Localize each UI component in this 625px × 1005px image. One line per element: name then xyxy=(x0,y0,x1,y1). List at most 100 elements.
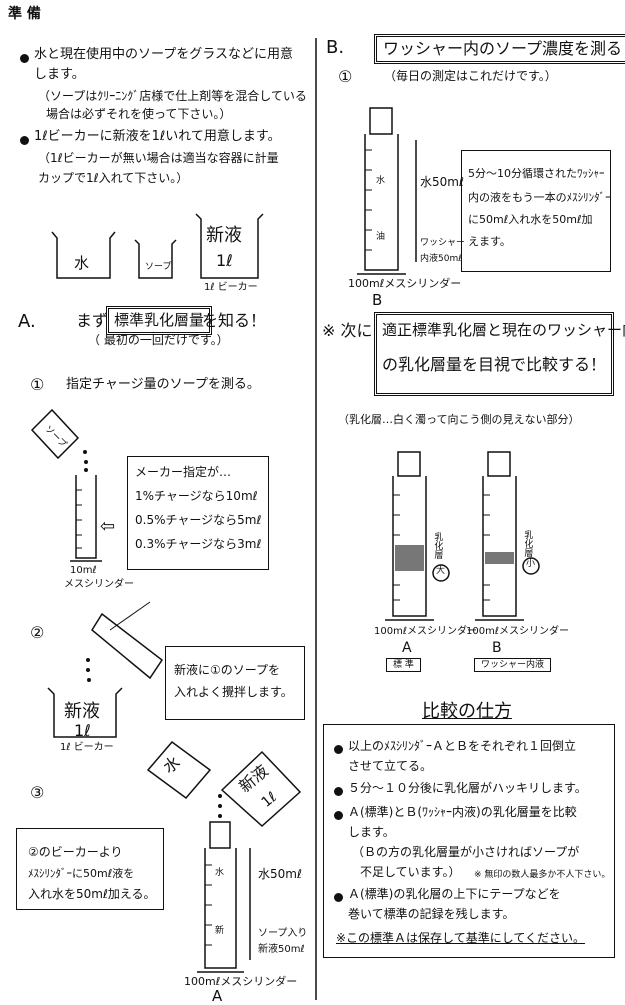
bullet-dot xyxy=(334,811,343,820)
step-a2-l2: 入れよく攪拌します。 xyxy=(174,685,293,699)
section-a-letter: A. xyxy=(18,311,36,332)
a3-soap-in: ソープ入り xyxy=(258,928,308,939)
bullet-dot xyxy=(20,54,29,63)
prep-b1-note-l1: （ソープはｸﾘｰﾆﾝｸﾞ店様で仕上剤等を混合している xyxy=(38,89,307,103)
next-note: （乳化層…白く濁って向こう側の見えない部分） xyxy=(338,413,580,426)
step-a3-l3: 入れ水を50mℓ加える。 xyxy=(28,887,156,901)
b-cyl-oil: 油 xyxy=(376,232,386,242)
soap-glass xyxy=(134,239,177,279)
next-box xyxy=(374,312,614,396)
maker-l4: 0.3%チャージなら3mℓ xyxy=(135,537,262,551)
cmp-i4-l1: Ａ(標準)の乳化層の上下にテープなどを xyxy=(348,887,561,901)
new-liquid-beaker xyxy=(195,213,264,279)
section-b-title: ワッシャー内のソープ濃度を測る！ xyxy=(374,34,625,65)
tilted-water xyxy=(146,740,212,800)
b-desc-l4: えます。 xyxy=(468,235,511,248)
water-beaker xyxy=(51,231,116,279)
step-a1-mark: ① xyxy=(30,375,45,394)
maker-l2: 1%チャージなら10mℓ xyxy=(135,489,258,503)
bullet-dot xyxy=(334,787,343,796)
a3-new-50: 新液50mℓ xyxy=(258,944,305,955)
step-a2-mark: ② xyxy=(30,623,45,642)
cmp-p-l2: 不足しています。） xyxy=(360,865,461,879)
cyl1-vol: 10mℓ xyxy=(70,565,97,576)
prep-b1-l2: します。 xyxy=(34,67,85,82)
next-mark: ※ 次に xyxy=(322,321,373,340)
water-label: 水 xyxy=(74,254,90,272)
b-washer: ワッシャー xyxy=(420,238,466,248)
new-liquid-label: 新液 xyxy=(206,225,242,246)
b-desc-box xyxy=(461,150,611,272)
b-water-50: 水50mℓ xyxy=(420,175,464,189)
maker-l1: メーカー指定が… xyxy=(135,465,232,479)
cmp-title: 比較の仕方 xyxy=(422,701,512,722)
emulsion-label-a: 乳化層 xyxy=(432,532,443,559)
standard-emulsion-box: 標準乳化層量 xyxy=(106,306,213,336)
tag-standard: 標 準 xyxy=(386,658,421,673)
prep-b2-note-l2: カップで1ℓ入れて下さい。） xyxy=(38,171,189,185)
cmp-box xyxy=(323,724,615,958)
cmp-cyl-a: 100mℓメスシリンダー xyxy=(374,626,477,637)
step-a1-text: 指定チャージ量のソープを測る。 xyxy=(66,377,260,392)
section-a-sub: （ 最初の一回だけです。） xyxy=(88,333,229,347)
tilted-cylinder xyxy=(91,612,164,680)
cmp-cyl-b: 100mℓメスシリンダー xyxy=(466,626,569,637)
section-a-post: を知る！ xyxy=(202,311,267,330)
a3-water-50: 水50mℓ xyxy=(258,867,302,881)
a2-beaker-caption: 1ℓ ビーカー xyxy=(60,742,114,753)
emulsion-small: 小 xyxy=(526,559,536,569)
beaker-caption: 1ℓ ビーカー xyxy=(204,282,258,293)
cmp-i1-l1: 以上のﾒｽｼﾘﾝﾀﾞｰＡとＢをそれぞれ１回倒立 xyxy=(348,739,577,753)
a3-cyl-letter: A xyxy=(212,987,223,1005)
cmp-p-l1: （Ｂの方の乳化層量が小さければソープが xyxy=(352,845,580,859)
cmp-letter-b: B xyxy=(492,640,502,656)
cmp-i1-l2: させて立てる。 xyxy=(348,759,433,773)
cmp-i3-l2: します。 xyxy=(348,825,395,839)
prep-b2: 1ℓビーカーに新液を1ℓいれて用意します。 xyxy=(34,129,281,144)
a2-new-label: 新液 xyxy=(64,701,100,722)
prep-title: 準 備 xyxy=(8,6,41,22)
cmp-i4-l2: 巻いて標準の記録を残します。 xyxy=(348,907,515,921)
cylinder-10ml xyxy=(75,475,97,559)
soap-label: ソープ xyxy=(145,262,172,272)
b-desc-l3: に50mℓ入れ水を50mℓ加 xyxy=(468,213,593,226)
b-inner-50: 内液50mℓ xyxy=(420,254,462,264)
next-l1: 適正標準乳化層と現在のワッシャー内 xyxy=(382,321,625,339)
maker-l3: 0.5%チャージなら5mℓ xyxy=(135,513,262,527)
step-a3-l1: ②のビーカーより xyxy=(28,845,123,859)
a3-cyl-caption: 100mℓメスシリンダー xyxy=(184,975,298,988)
maker-box xyxy=(127,456,269,570)
step-a3-mark: ③ xyxy=(30,783,45,802)
beaker-a2 xyxy=(47,687,123,738)
step-b1-mark: ① xyxy=(338,67,353,86)
tilted-new xyxy=(220,750,302,828)
left-arrow-icon: ⇦ xyxy=(100,516,116,537)
cmp-letter-a: A xyxy=(402,640,412,656)
soap-container xyxy=(30,408,80,460)
b-desc-l2: 内の液をもう一本のﾒｽｼﾘﾝﾀﾞｰ xyxy=(468,191,611,204)
section-b-letter: B. xyxy=(326,37,345,58)
next-l2: の乳化層量を目視で比較する！ xyxy=(382,355,607,374)
cmp-note: ※この標準Ａは保存して基準にしてください。 xyxy=(336,931,585,945)
b-desc-l1: 5分～10分循環されたﾜｯｼｬｰ xyxy=(468,167,605,180)
b-cyl-caption: 100mℓメスシリンダー xyxy=(348,277,462,290)
section-a-pre: まず xyxy=(76,311,109,330)
step-a3-box xyxy=(16,828,164,910)
tag-washer: ワッシャー内液 xyxy=(474,658,552,673)
a3-cyl-water: 水 xyxy=(215,868,225,878)
cmp-i2: ５分～１０分後に乳化層がハッキリします。 xyxy=(348,781,587,795)
bullet-dot xyxy=(334,893,343,902)
new-liquid-volume: 1ℓ xyxy=(216,251,233,270)
a2-new-volume: 1ℓ xyxy=(74,721,91,740)
prep-b2-note-l1: （1ℓビーカーが無い場合は適当な容器に計量 xyxy=(38,151,279,165)
cmp-p-note: ※ 無印の数人最多か不人下さい。 xyxy=(474,870,611,880)
step-a2-l1: 新液に①のソープを xyxy=(174,663,281,677)
step-a3-l2: ﾒｽｼﾘﾝﾀﾞｰに50mℓ液を xyxy=(28,867,135,880)
bullet-dot xyxy=(20,136,29,145)
prep-b1-l1: 水と現在使用中のソープをグラスなどに用意 xyxy=(34,47,293,62)
cyl1-name: メスシリンダー xyxy=(64,579,134,590)
b-cyl-water: 水 xyxy=(376,176,386,186)
prep-b1-note-l2: 場合は必ずそれを使って下さい。） xyxy=(46,107,232,121)
bullet-dot xyxy=(334,745,343,754)
